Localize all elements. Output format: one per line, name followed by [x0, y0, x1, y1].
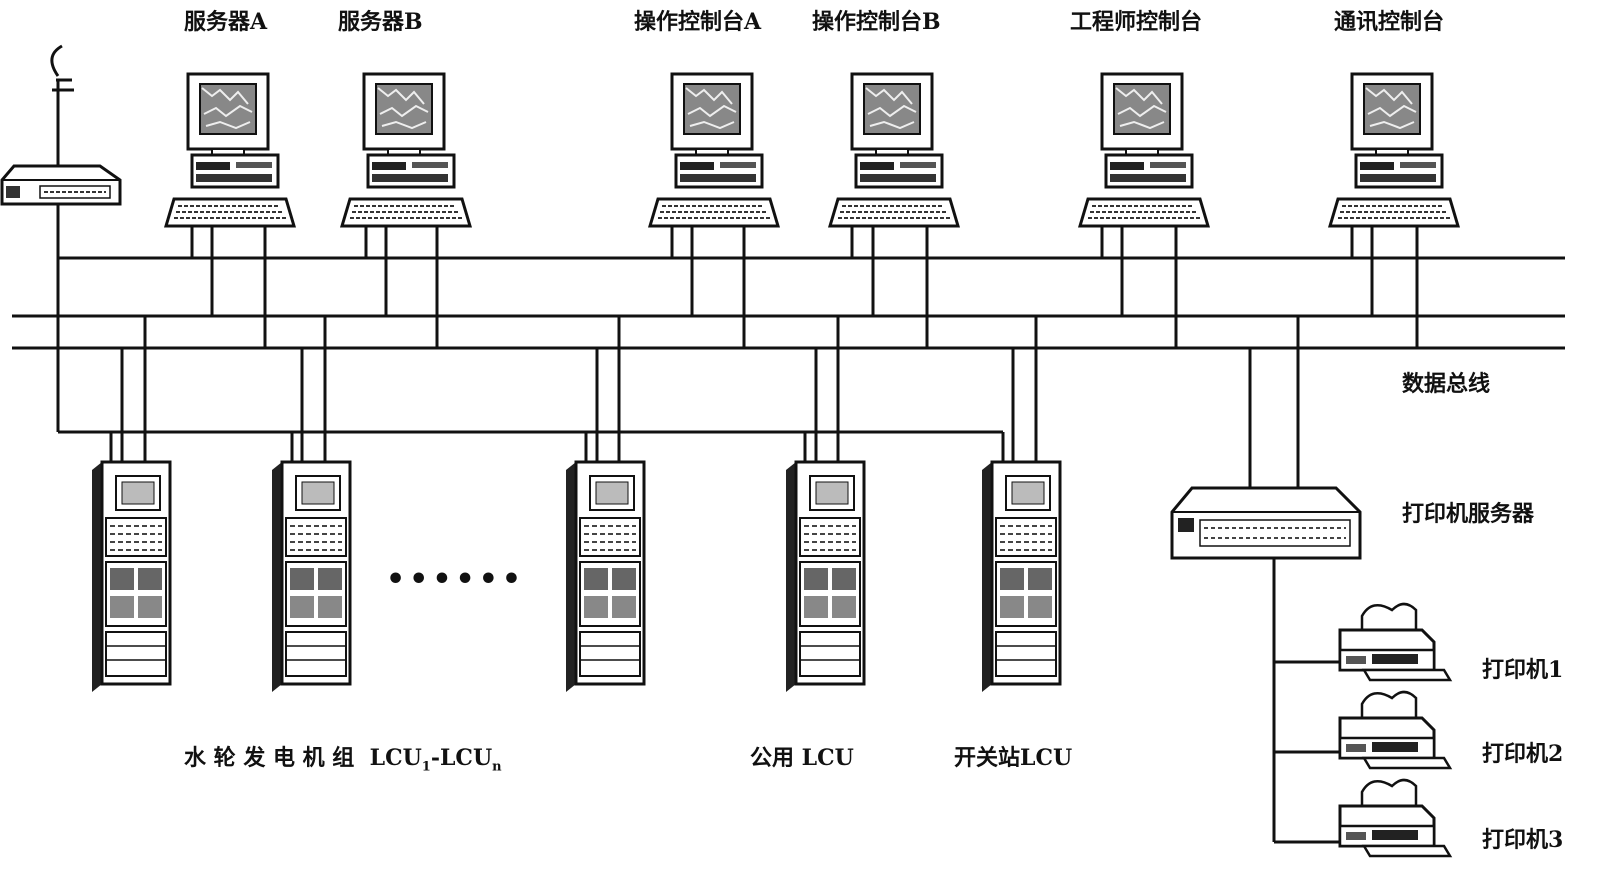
printer-3-label: 打印机3: [1482, 827, 1564, 853]
engineer-console-computer-icon[interactable]: [1078, 72, 1210, 228]
engineer-console-label: 工程师控制台: [1070, 9, 1203, 35]
unit-lcu-label: 水 轮 发 电 机 组 LCU1-LCUn: [184, 740, 502, 774]
server-a-label: 服务器A: [184, 9, 268, 35]
unit-lcu-sub-1: 1: [421, 759, 431, 775]
antenna-icon: [50, 44, 74, 92]
op-console-a-label: 操作控制台A: [634, 9, 762, 35]
printer-server-icon[interactable]: [1170, 486, 1362, 560]
printer-2-label: 打印机2: [1482, 741, 1564, 767]
unit-lcu-prefix: 水 轮 发 电 机 组 LCU: [184, 745, 422, 771]
server-b-computer-icon[interactable]: [340, 72, 472, 228]
unit-lcu-1-cabinet-icon[interactable]: [90, 460, 172, 694]
comm-console-computer-icon[interactable]: [1328, 72, 1460, 228]
printer-1-label: 打印机1: [1482, 657, 1564, 683]
printer-3-icon[interactable]: [1338, 778, 1452, 858]
server-b-label: 服务器B: [338, 9, 423, 35]
switch-lcu-cabinet-icon[interactable]: [980, 460, 1062, 694]
switch-lcu-label: 开关站LCU: [954, 745, 1073, 771]
public-lcu-cabinet-icon[interactable]: [784, 460, 866, 694]
data-bus-label: 数据总线: [1402, 371, 1491, 397]
network-wiring: [12, 80, 1565, 844]
ellipsis-dots: ••••••: [386, 562, 526, 597]
op-console-b-computer-icon[interactable]: [828, 72, 960, 228]
unit-lcu-n-cabinet-icon[interactable]: [270, 460, 352, 694]
printer-1-icon[interactable]: [1338, 602, 1452, 682]
public-lcu-label: 公用 LCU: [750, 745, 854, 771]
op-console-b-label: 操作控制台B: [812, 9, 941, 35]
unit-lcu-dash: -LCU: [430, 745, 493, 771]
comm-console-label: 通讯控制台: [1334, 9, 1445, 35]
server-a-computer-icon[interactable]: [164, 72, 296, 228]
unit-lcu-extra-cabinet-icon[interactable]: [564, 460, 646, 694]
printer-2-icon[interactable]: [1338, 690, 1452, 770]
printer-server-label: 打印机服务器: [1402, 501, 1535, 527]
gps-receiver-icon: [0, 164, 122, 206]
unit-lcu-sub-n: n: [492, 759, 502, 775]
op-console-a-computer-icon[interactable]: [648, 72, 780, 228]
